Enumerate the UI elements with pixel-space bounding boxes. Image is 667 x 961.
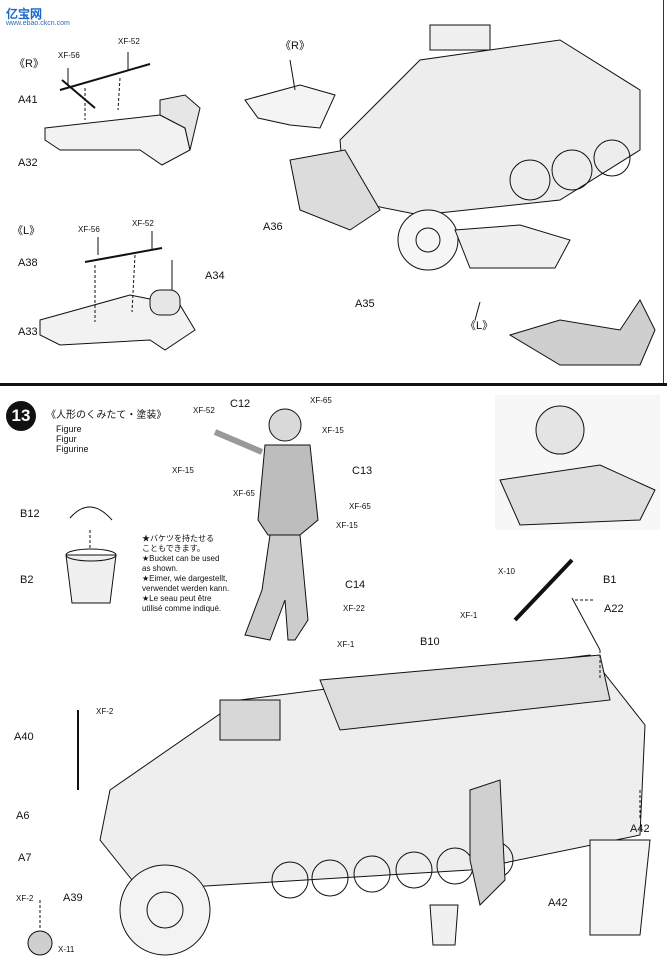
watermark-url: www.ebao.ckcn.com (6, 20, 70, 27)
figure-soldier (213, 408, 319, 641)
label-a7: A7 (18, 852, 32, 864)
figure-vignette (495, 395, 660, 530)
label-xf22: XF-22 (343, 604, 365, 613)
label-xf15-b: XF-15 (172, 466, 194, 475)
label-a40: A40 (14, 731, 34, 743)
label-x11: X-11 (58, 945, 75, 954)
label-a22: A22 (604, 603, 624, 615)
label-xf56-r: XF-56 (58, 51, 80, 60)
watermark-logo: 亿宝网 (6, 7, 43, 21)
label-b10: B10 (420, 636, 440, 648)
label-xf56-l: XF-56 (78, 225, 100, 234)
tag-r-right: 《R》 (280, 40, 310, 52)
step-number-badge: 13 (6, 401, 36, 431)
label-a33: A33 (18, 326, 38, 338)
bracket-r-part (44, 52, 201, 166)
bucket-part (65, 506, 117, 604)
tag-r-left: 《R》 (14, 58, 44, 70)
label-a35: A35 (355, 298, 375, 310)
label-xf2-b: XF-2 (16, 894, 34, 903)
label-a39: A39 (63, 892, 83, 904)
tag-l-right: 《L》 (465, 320, 494, 332)
label-a32: A32 (18, 157, 38, 169)
halftrack-upper (244, 24, 656, 366)
tag-l-left: 《L》 (12, 225, 41, 237)
label-c14: C14 (345, 579, 366, 591)
label-a38: A38 (18, 257, 38, 269)
label-c13: C13 (352, 465, 373, 477)
label-xf52-r: XF-52 (118, 37, 140, 46)
label-xf1-a: XF-1 (337, 640, 355, 649)
bracket-l-part (39, 231, 196, 351)
right-border (663, 0, 664, 383)
label-xf15-c: XF-15 (336, 521, 358, 530)
label-a6: A6 (16, 810, 30, 822)
label-xf65-a: XF-65 (310, 396, 332, 405)
label-b12: B12 (20, 508, 40, 520)
label-xf2-a: XF-2 (96, 707, 114, 716)
halftrack-lower (27, 650, 651, 956)
label-x10: X-10 (498, 567, 515, 576)
label-a41: A41 (18, 94, 38, 106)
label-xf15-a: XF-15 (322, 426, 344, 435)
figure-caption: Figure Figur Figurine (56, 424, 89, 454)
label-b1: B1 (603, 574, 617, 586)
label-xf52-fig: XF-52 (193, 406, 215, 415)
step-title: 《人形のくみたて・塗装》 (46, 410, 167, 421)
label-a42-a: A42 (630, 823, 650, 835)
label-xf65-b: XF-65 (233, 489, 255, 498)
section-divider (0, 383, 667, 386)
label-a42-b: A42 (548, 897, 568, 909)
bucket-note: ★バケツを持たせる こともできます。 ★Bucket can be used a… (142, 534, 230, 613)
label-xf52-l: XF-52 (132, 219, 154, 228)
label-b2: B2 (20, 574, 34, 586)
label-xf1-b: XF-1 (460, 611, 478, 620)
mg-part (513, 558, 601, 651)
label-c12: C12 (230, 398, 251, 410)
label-a34: A34 (205, 270, 225, 282)
label-xf65-c: XF-65 (349, 502, 371, 511)
label-a36: A36 (263, 221, 283, 233)
